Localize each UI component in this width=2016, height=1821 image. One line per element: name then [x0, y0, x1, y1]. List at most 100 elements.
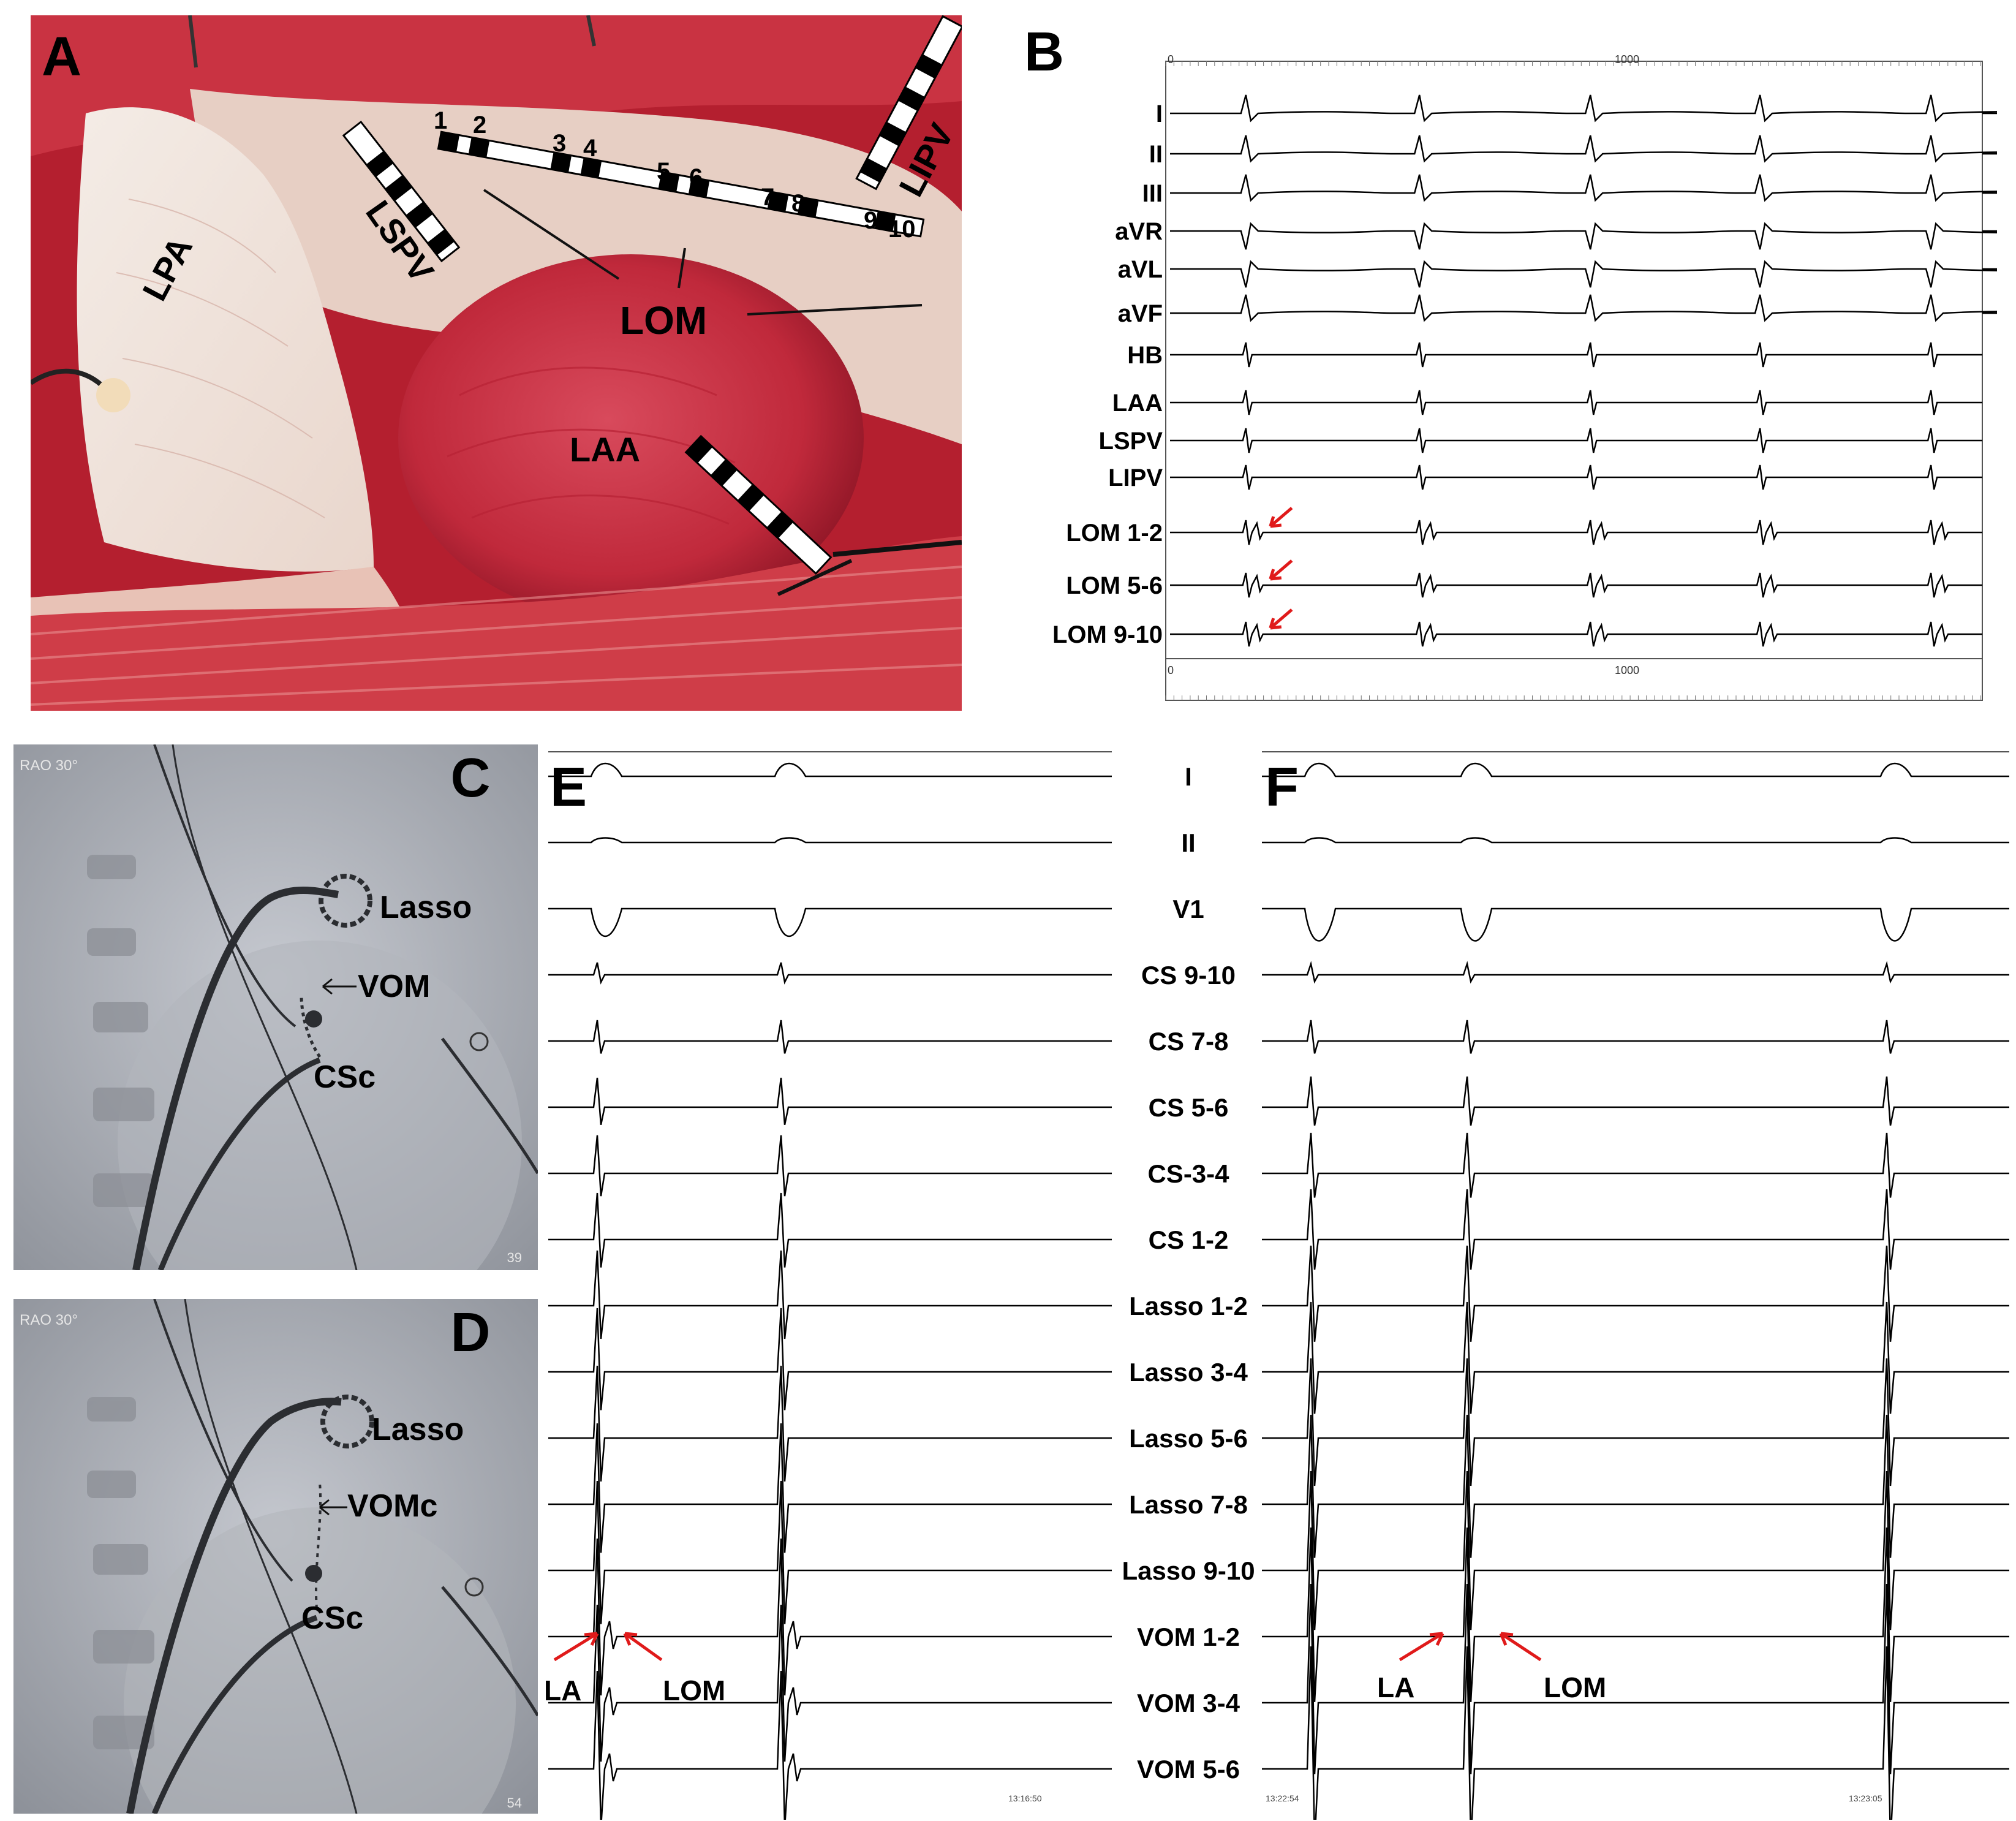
vom-arrow [322, 978, 357, 995]
trace-f-cs-3-4 [1262, 1132, 2009, 1198]
label-lom: LOM [620, 298, 707, 343]
annot-f-la: LA [1377, 1671, 1414, 1703]
trace-f-cs-9-10 [1262, 961, 2009, 984]
channel-label-lasso-7-8: Lasso 7-8 [1129, 1490, 1248, 1519]
tick-label-1000-top: 1000 [1615, 53, 1639, 66]
channel-label-lasso-3-4: Lasso 3-4 [1129, 1358, 1248, 1387]
channel-label-lasso-1-2: Lasso 1-2 [1129, 1292, 1248, 1320]
red-arrow-la-f [1399, 1632, 1444, 1662]
trace-f-lasso-1-2 [1262, 1245, 2009, 1342]
channel-label-avl: aVL [1118, 256, 1163, 283]
red-arrow [1269, 507, 1293, 528]
trace-e-vom-3-4 [548, 1604, 1112, 1762]
vomc-arrow [319, 1499, 347, 1516]
trace-f-vom-5-6 [1262, 1646, 2009, 1820]
channel-label-cs-7-8: CS 7-8 [1149, 1027, 1229, 1056]
trace-e-vom-5-6 [548, 1670, 1112, 1820]
trace-lom-1-2 [1170, 520, 1982, 545]
channel-label-i: I [1185, 762, 1192, 791]
trace-e-v1 [548, 907, 1112, 937]
tick-label-0-bottom: 0 [1168, 664, 1174, 676]
panel-b-frame [1165, 61, 1983, 701]
trace-e-cs-3-4 [548, 1135, 1112, 1197]
panel-a: A 1 2 3 4 5 6 7 8 9 10 LPA LSPV LIPV LOM… [31, 15, 962, 711]
trace-lspv [1170, 428, 1982, 453]
channel-label-lasso-9-10: Lasso 9-10 [1122, 1556, 1255, 1585]
trace-avr [1170, 222, 1997, 250]
panel-letter-a: A [42, 26, 81, 88]
trace-lom-5-6 [1170, 572, 1982, 598]
channel-label-v1: V1 [1172, 895, 1204, 923]
electrode-number: 3 [553, 130, 566, 157]
fluoro-corner-bottom: 54 [507, 1795, 522, 1811]
trace-e-lasso-5-6 [548, 1365, 1112, 1482]
trace-f-cs-5-6 [1262, 1076, 2009, 1126]
trace-f-lasso-3-4 [1262, 1301, 2009, 1414]
label-lasso: Lasso [372, 1412, 464, 1447]
trace-e-vom-1-2 [548, 1538, 1112, 1696]
panel-letter-f: F [1265, 757, 1299, 818]
lspv-electrode [342, 120, 461, 263]
electrode-number: 6 [689, 164, 703, 191]
channel-label-avr: aVR [1115, 218, 1163, 245]
electrode-number: 10 [888, 216, 916, 243]
trace-e-lasso-3-4 [548, 1308, 1112, 1410]
red-arrow-la-e [553, 1632, 599, 1662]
trace-hb [1170, 342, 1982, 368]
annot-e-lom: LOM [663, 1675, 725, 1706]
panel-c-fluoroscopy: C RAO 30° 39 Lasso VOM CSc [13, 744, 538, 1270]
label-csc: CSc [301, 1600, 363, 1636]
panel-d: D RAO 30° 54 Lasso VOMc CSc [13, 1299, 538, 1814]
channel-label-cs-1-2: CS 1-2 [1149, 1225, 1229, 1254]
label-vom: VOM [358, 969, 430, 1004]
panel-c: C RAO 30° 39 Lasso VOM CSc [13, 744, 538, 1270]
trace-laa [1170, 390, 1982, 415]
trace-avl [1170, 260, 1997, 288]
trace-f-cs-1-2 [1262, 1189, 2009, 1270]
channel-label-lom-9-10: LOM 9-10 [1052, 621, 1163, 648]
channel-label-lasso-5-6: Lasso 5-6 [1129, 1424, 1248, 1453]
channel-label-cs-3-4: CS-3-4 [1147, 1159, 1229, 1188]
panel-letter-d: D [451, 1302, 491, 1363]
panel-letter-b: B [1024, 21, 1064, 83]
fluoro-corner-bottom: 39 [507, 1250, 522, 1265]
trace-e-cs-9-10 [548, 962, 1112, 985]
label-vomc: VOMc [347, 1488, 437, 1524]
label-csc: CSc [314, 1059, 376, 1095]
electrode-number: 8 [791, 190, 805, 217]
lom-pointer-lines [483, 189, 923, 316]
trace-i [1170, 94, 1997, 123]
trace-iii [1170, 174, 1997, 202]
tick-label-0-top: 0 [1168, 53, 1174, 66]
tick-label-1000-bottom: 1000 [1615, 664, 1639, 676]
panel-b-ruler-bottom [1165, 658, 1982, 700]
trace-e-cs-5-6 [548, 1077, 1112, 1126]
red-arrow [1269, 608, 1293, 630]
panel-letter-e: E [550, 757, 587, 818]
channel-label-lipv: LIPV [1108, 464, 1163, 491]
electrode-number: 4 [583, 135, 597, 162]
trace-e-lasso-1-2 [548, 1250, 1112, 1339]
panel-b-ruler-top [1165, 61, 1981, 66]
electrode-number: 2 [473, 112, 486, 138]
timestamp-f-left: 13:22:54 [1266, 1793, 1299, 1803]
trace-e-cs-1-2 [548, 1192, 1112, 1268]
channel-label-ii: II [1149, 141, 1163, 168]
channel-label-iii: III [1142, 180, 1163, 207]
channel-label-i: I [1156, 100, 1163, 127]
trace-e-lasso-9-10 [548, 1480, 1112, 1624]
electrode-number: 7 [761, 184, 774, 211]
panel-letter-c: C [451, 748, 491, 809]
label-lasso: Lasso [380, 890, 472, 925]
label-laa: LAA [570, 430, 640, 469]
trace-avf [1170, 294, 1997, 322]
red-arrow-lom-e [623, 1632, 663, 1662]
red-arrow-lom-f [1499, 1632, 1542, 1662]
panel-d-fluoroscopy: D RAO 30° 54 Lasso VOMc CSc [13, 1299, 538, 1814]
electrode-number: 1 [434, 107, 447, 134]
trace-f-lasso-9-10 [1262, 1471, 2009, 1630]
channel-label-vom-1-2: VOM 1-2 [1137, 1622, 1240, 1651]
